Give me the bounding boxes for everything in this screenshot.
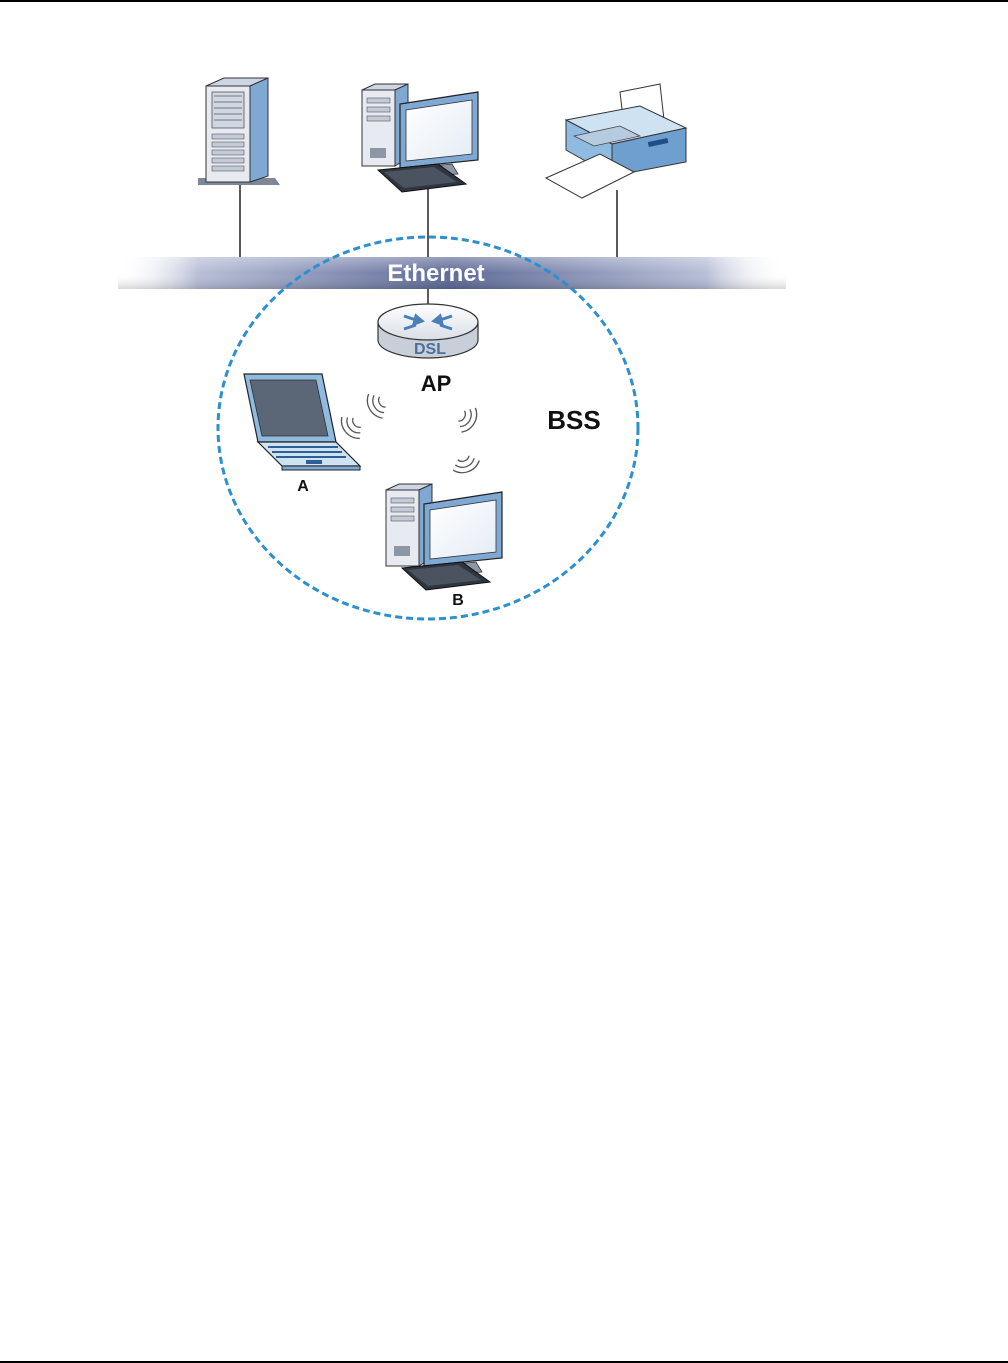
wireless-signal-icon	[337, 390, 482, 476]
server-icon	[198, 78, 280, 185]
station-b-label: B	[452, 592, 464, 609]
ethernet-bus: Ethernet	[118, 257, 786, 289]
station-a-label: A	[297, 478, 309, 495]
router-label: DSL	[414, 341, 446, 358]
printer-icon	[546, 84, 686, 198]
laptop-icon	[244, 374, 360, 470]
ap-label: AP	[421, 371, 452, 396]
bss-label: BSS	[547, 405, 600, 435]
desktop-computer-icon	[362, 84, 478, 192]
desktop-computer-b-icon	[386, 484, 502, 590]
router-icon: DSL	[378, 304, 478, 358]
ethernet-label: Ethernet	[387, 260, 484, 287]
